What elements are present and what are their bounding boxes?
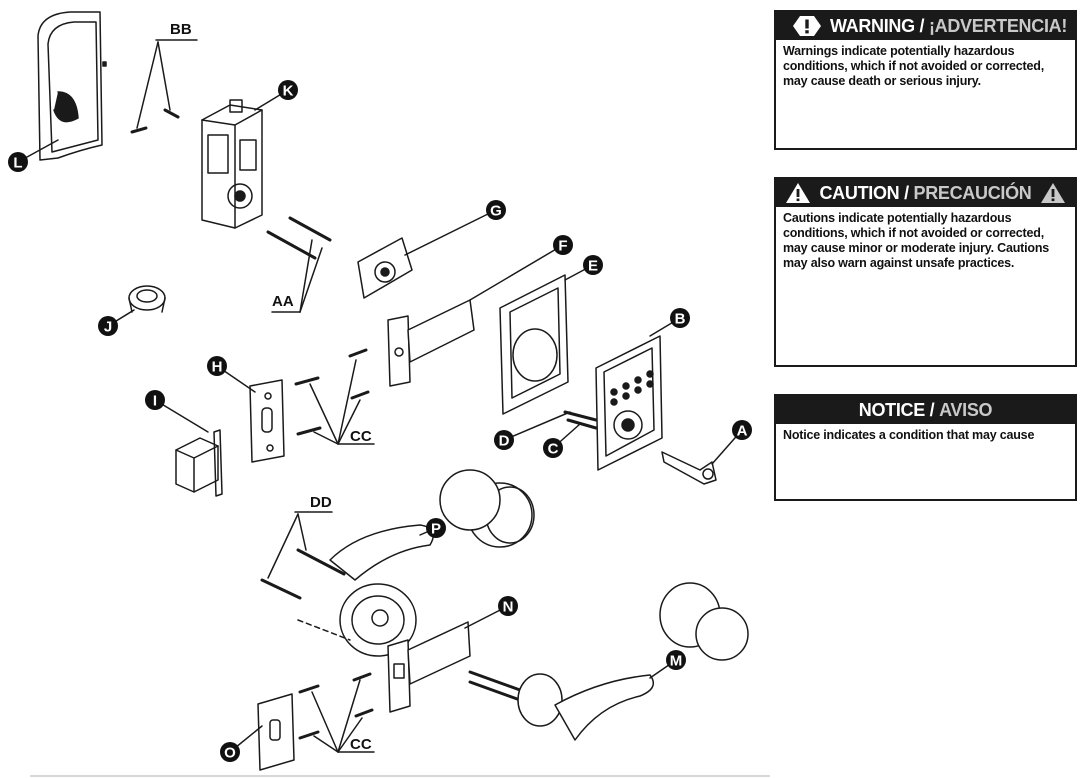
part-interior-assembly [201, 99, 263, 229]
caution-title: CAUTION [819, 182, 900, 203]
part-back-cover [37, 11, 107, 161]
part-pins [563, 410, 598, 430]
warning-box: WARNING / ¡ADVERTENCIA! Warnings indicat… [774, 10, 1077, 150]
notice-title: NOTICE [858, 399, 926, 420]
triangle-alert-icon [786, 183, 811, 203]
notice-separator: / [924, 399, 940, 420]
part-deadbolt [387, 299, 475, 387]
svg-text:M: M [670, 653, 683, 670]
label-AA: AA [272, 293, 294, 310]
callout-I: I [145, 390, 165, 410]
svg-text:G: G [490, 203, 502, 220]
svg-text:H: H [212, 359, 223, 376]
callout-G: G [486, 200, 506, 220]
callout-B: B [670, 308, 690, 328]
svg-text:A: A [737, 423, 748, 440]
notice-text: Notice indicates a condition that may ca… [783, 428, 1035, 442]
part-latch-strike [257, 693, 295, 771]
part-strike [249, 379, 285, 463]
label-CC-bottom: CC [350, 736, 372, 753]
svg-text:I: I [153, 393, 157, 410]
caution-header: CAUTION / PRECAUCIÓN [776, 179, 1075, 207]
part-lever-set [329, 469, 535, 657]
label-BB: BB [170, 21, 192, 38]
callout-A: A [732, 420, 752, 440]
svg-text:B: B [675, 311, 686, 328]
warning-title: WARNING [829, 15, 915, 36]
svg-text:O: O [224, 745, 236, 762]
part-gasket [499, 274, 569, 415]
svg-text:J: J [104, 319, 112, 336]
warning-separator: / [914, 15, 929, 36]
callout-F: F [553, 235, 573, 255]
warning-title-alt: ¡ADVERTENCIA! [928, 15, 1068, 36]
part-adapter [128, 285, 166, 313]
callout-H: H [207, 356, 227, 376]
svg-text:K: K [283, 83, 294, 100]
aa-screws [266, 216, 332, 260]
notice-header: NOTICE / AVISO [776, 396, 1075, 424]
callout-D: D [494, 430, 514, 450]
label-DD: DD [310, 494, 332, 511]
cc-screws-bottom [298, 672, 374, 740]
callout-P: P [426, 518, 446, 538]
part-latch [387, 621, 471, 713]
cc-screws-top [294, 348, 370, 436]
part-knob-set [468, 582, 749, 741]
caution-text: Cautions indicate potentially hazardous … [783, 211, 1050, 270]
bottom-rule [30, 775, 770, 777]
callout-M: M [666, 650, 686, 670]
notice-box: NOTICE / AVISO Notice indicates a condit… [774, 394, 1077, 501]
part-dust-box [175, 429, 223, 497]
callout-L: L [8, 152, 28, 172]
part-keys [661, 451, 717, 485]
callout-E: E [583, 255, 603, 275]
label-CC-top: CC [350, 428, 372, 445]
svg-text:C: C [548, 441, 559, 458]
callout-O: O [220, 742, 240, 762]
caution-separator: / [899, 182, 914, 203]
warning-text: Warnings indicate potentially hazardous … [783, 44, 1044, 88]
svg-text:N: N [503, 599, 514, 616]
callout-K: K [278, 80, 298, 100]
callout-N: N [498, 596, 518, 616]
part-mounting-plate [357, 237, 413, 299]
svg-text:F: F [558, 238, 567, 255]
dd-screws [260, 548, 346, 600]
callout-J: J [98, 316, 118, 336]
exclamation-octagon-icon [792, 16, 821, 36]
callout-C: C [543, 438, 563, 458]
svg-text:L: L [13, 155, 22, 172]
notice-title-alt: AVISO [939, 399, 993, 420]
caution-box: CAUTION / PRECAUCIÓN Cautions indicate p… [774, 177, 1077, 367]
warning-header: WARNING / ¡ADVERTENCIA! [776, 12, 1075, 40]
svg-text:E: E [588, 258, 598, 275]
exploded-parts-diagram: K L G F E J B H I A D C P N M O BB AA CC… [8, 11, 752, 771]
bb-screws [130, 108, 180, 134]
part-exterior-keypad [595, 335, 663, 471]
triangle-alert-icon [1040, 183, 1065, 203]
svg-text:D: D [499, 433, 510, 450]
svg-text:P: P [431, 521, 441, 538]
caution-title-alt: PRECAUCIÓN [913, 182, 1032, 203]
